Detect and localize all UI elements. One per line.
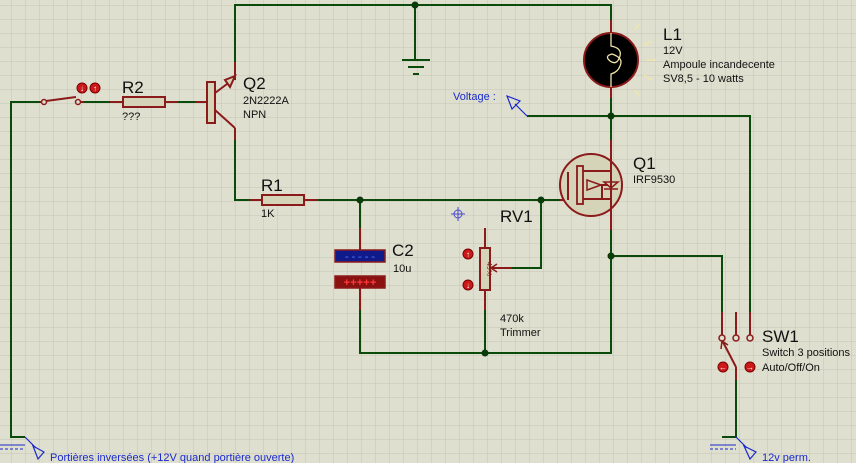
junction (481, 349, 489, 357)
left-arrow-icon: ← (719, 363, 727, 372)
c2-positive-mark: +++++ (343, 278, 376, 290)
resistor-r2[interactable] (110, 96, 178, 108)
sw1-refdes: SW1 (762, 327, 799, 346)
junction (411, 1, 419, 9)
voltage-probe-label: Voltage : (453, 91, 496, 103)
rv1-position: 49% (485, 262, 492, 276)
r2-value: ??? (122, 111, 140, 123)
q1-value: IRF9530 (633, 174, 675, 186)
wire-door-input[interactable] (10, 101, 40, 438)
terminal-doors[interactable]: Portières inversées (+12V quand portière… (0, 436, 294, 463)
filament-icon (606, 33, 622, 87)
r1-refdes: R1 (261, 176, 283, 195)
door-switch[interactable]: ↓ ↑ (40, 82, 101, 106)
junction (607, 252, 615, 260)
q2-value: 2N2222A (243, 95, 290, 107)
ground-symbol[interactable] (402, 59, 430, 75)
q2-type: NPN (243, 109, 266, 121)
r2-refdes: R2 (122, 78, 144, 97)
potentiometer-rv1[interactable]: 49% ↑ ↓ (462, 228, 512, 310)
lamp-l1[interactable] (583, 20, 656, 98)
q1-refdes: Q1 (633, 154, 656, 173)
c2-refdes: C2 (392, 241, 414, 260)
rv1-decrease-button[interactable] (462, 279, 474, 291)
open-switch-button[interactable] (89, 82, 101, 94)
sw1-right-button[interactable] (744, 361, 756, 373)
junction (356, 196, 364, 204)
c2-value: 10u (393, 263, 411, 275)
rv1-value: 470k (500, 313, 524, 325)
up-arrow-icon: ↑ (93, 84, 97, 93)
l1-refdes: L1 (663, 25, 682, 44)
resistor-r1[interactable] (250, 194, 318, 206)
c2-negative-plate (334, 249, 386, 263)
crosshair-cursor-icon (451, 207, 465, 221)
mosfet-q1[interactable] (559, 140, 623, 230)
sw1-desc1: Switch 3 positions (762, 347, 851, 359)
l1-desc2: SV8,5 - 10 watts (663, 73, 744, 85)
transistor-q2[interactable] (195, 62, 237, 140)
rv1-refdes: RV1 (500, 207, 533, 226)
c2-negative-mark: ----- (343, 252, 376, 264)
wire-rv1-wiper[interactable] (512, 200, 542, 269)
terminal-12v-perm-label: 12v perm. (762, 452, 811, 463)
junction (537, 196, 545, 204)
wire-q1-switch[interactable] (611, 255, 723, 312)
rv1-desc: Trimmer (500, 327, 541, 339)
down-arrow-icon: ↓ (80, 84, 84, 93)
switch-sw1[interactable]: ← → (717, 312, 756, 380)
rv1-increase-button[interactable] (462, 248, 474, 260)
r1-value: 1K (261, 208, 275, 220)
sw1-desc2: Auto/Off/On (762, 362, 820, 374)
sw1-left-button[interactable] (717, 361, 729, 373)
voltage-probe[interactable]: Voltage : (453, 91, 528, 117)
capacitor-c2[interactable]: ----- +++++ (334, 228, 386, 310)
wire-top-rail[interactable] (234, 4, 612, 80)
close-switch-button[interactable] (76, 82, 88, 94)
terminal-12v-perm[interactable]: 12v perm. (710, 436, 811, 463)
junction (607, 112, 615, 120)
wire-q2-r1[interactable] (234, 132, 250, 201)
down-arrow-icon: ↓ (466, 281, 470, 290)
wire-voltage-probe[interactable] (527, 115, 751, 312)
q2-refdes: Q2 (243, 74, 266, 93)
terminal-doors-label: Portières inversées (+12V quand portière… (50, 452, 294, 463)
l1-value: 12V (663, 45, 683, 57)
right-arrow-icon: → (746, 363, 754, 372)
l1-desc1: Ampoule incandecente (663, 59, 775, 71)
up-arrow-icon: ↑ (466, 250, 470, 259)
